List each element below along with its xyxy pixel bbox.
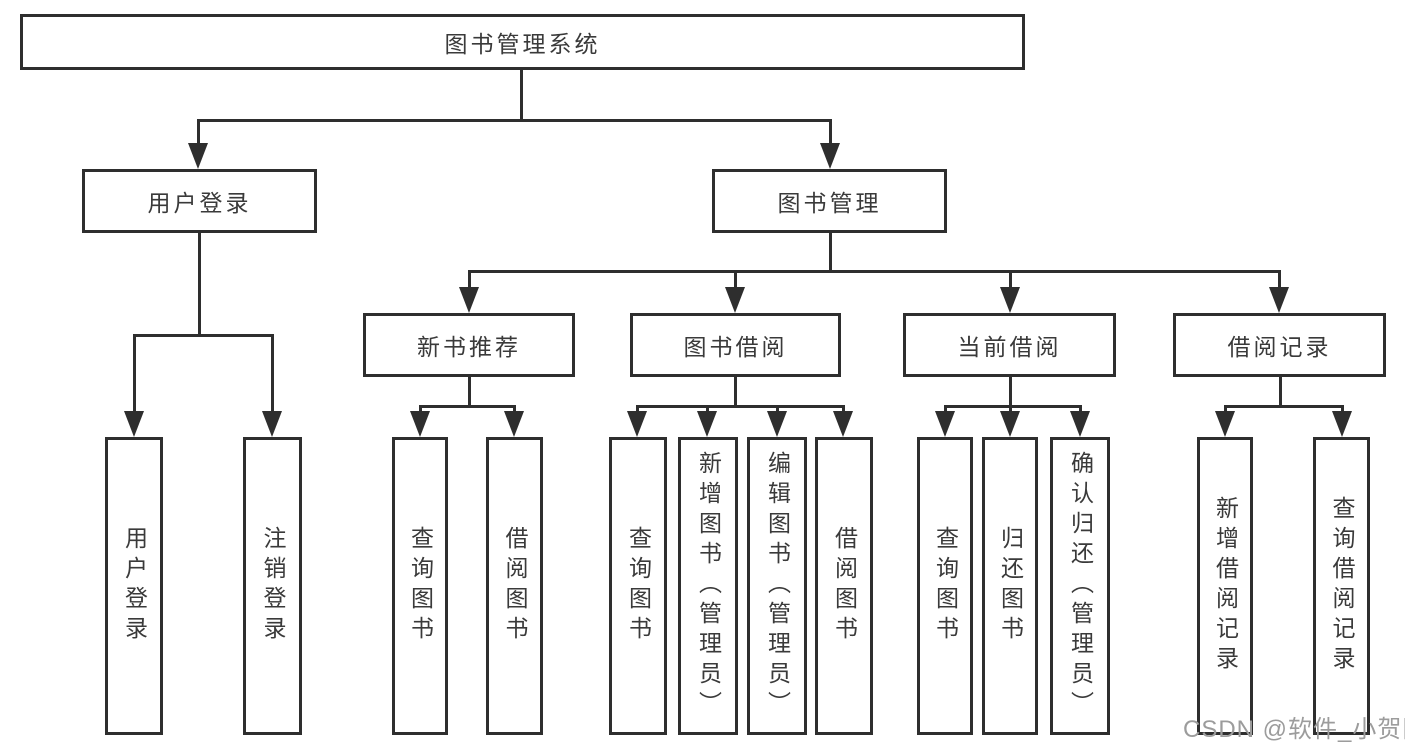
connector-rail — [636, 405, 844, 408]
leaf-label: 新增图书（管理员） — [695, 451, 722, 721]
arrow-down-icon — [697, 411, 717, 437]
node-label: 图书借阅 — [683, 334, 788, 360]
connector-rail — [944, 405, 1081, 408]
node-label: 图书管理 — [777, 190, 882, 216]
node-label: 用户登录 — [147, 190, 252, 216]
node-label: 当前借阅 — [957, 334, 1062, 360]
connector-user-login-rail — [133, 334, 273, 337]
leaf-query-book-recommend: 查询图书 — [392, 437, 448, 735]
node-root-label: 图书管理系统 — [444, 31, 601, 57]
leaf-borrow-book-recommend: 借阅图书 — [486, 437, 543, 735]
leaf-logout: 注销登录 — [243, 437, 302, 735]
leaf-query-borrow-record: 查询借阅记录 — [1313, 437, 1370, 735]
leaf-label: 借阅图书 — [502, 526, 528, 646]
arrow-down-icon — [188, 143, 208, 169]
connector-stem — [734, 270, 737, 289]
node-book-borrow: 图书借阅 — [630, 313, 841, 377]
connector-rail — [419, 405, 515, 408]
leaf-edit-book-admin: 编辑图书（管理员） — [747, 437, 807, 735]
connector-rail — [1224, 405, 1343, 408]
connector-stem — [468, 270, 471, 289]
node-label: 借阅记录 — [1227, 334, 1332, 360]
connector-stem — [1278, 270, 1281, 289]
leaf-label: 确认归还（管理员） — [1067, 451, 1094, 721]
connector-stem — [944, 405, 947, 415]
leaf-label: 查询图书 — [407, 526, 434, 646]
connector-stem — [1341, 405, 1344, 415]
leaf-user-login: 用户登录 — [105, 437, 163, 735]
csdn-watermark: CSDN @软件_小贺同学 — [1183, 716, 1405, 743]
connector-drop — [1009, 377, 1012, 407]
connector-stem — [513, 405, 516, 415]
leaf-label: 查询借阅记录 — [1329, 496, 1355, 676]
connector-level2-rail — [197, 119, 832, 122]
connector-stem — [197, 119, 200, 147]
arrow-down-icon — [124, 411, 144, 437]
leaf-label: 查询图书 — [932, 526, 959, 646]
connector-root-drop — [520, 68, 523, 121]
leaf-label: 查询图书 — [625, 526, 652, 646]
leaf-add-book-admin: 新增图书（管理员） — [678, 437, 738, 735]
arrow-down-icon — [767, 411, 787, 437]
leaf-add-borrow-record: 新增借阅记录 — [1197, 437, 1253, 735]
arrow-down-icon — [725, 287, 745, 313]
arrow-down-icon — [833, 411, 853, 437]
leaf-label: 新增借阅记录 — [1212, 496, 1239, 676]
arrow-down-icon — [1070, 411, 1090, 437]
node-label: 新书推荐 — [417, 334, 521, 360]
connector-stem — [271, 334, 274, 413]
connector-stem — [776, 405, 779, 415]
arrow-down-icon — [1215, 411, 1235, 437]
node-current-borrow: 当前借阅 — [903, 313, 1116, 377]
connector-stem — [1224, 405, 1227, 415]
connector-stem — [842, 405, 845, 415]
arrow-down-icon — [262, 411, 282, 437]
leaf-label: 注销登录 — [260, 526, 286, 646]
connector-stem — [829, 119, 832, 147]
connector-stem — [1009, 405, 1012, 415]
connector-stem — [636, 405, 639, 415]
connector-drop — [734, 377, 737, 407]
connector-stem — [1079, 405, 1082, 415]
leaf-label: 借阅图书 — [831, 526, 858, 646]
leaf-label: 用户登录 — [121, 526, 148, 646]
arrow-down-icon — [410, 411, 430, 437]
connector-stem — [706, 405, 709, 415]
arrow-down-icon — [1269, 287, 1289, 313]
node-borrow-history: 借阅记录 — [1173, 313, 1386, 377]
connector-drop — [1279, 377, 1282, 407]
leaf-query-book-current: 查询图书 — [917, 437, 973, 735]
node-new-book-recommend: 新书推荐 — [363, 313, 575, 377]
node-user-login: 用户登录 — [82, 169, 317, 233]
leaf-label: 归还图书 — [997, 526, 1024, 646]
leaf-return-book: 归还图书 — [982, 437, 1038, 735]
arrow-down-icon — [504, 411, 524, 437]
connector-drop — [468, 377, 471, 407]
arrow-down-icon — [820, 143, 840, 169]
arrow-down-icon — [935, 411, 955, 437]
connector-stem — [419, 405, 422, 415]
leaf-label: 编辑图书（管理员） — [764, 451, 791, 721]
arrow-down-icon — [627, 411, 647, 437]
arrow-down-icon — [459, 287, 479, 313]
leaf-borrow-book: 借阅图书 — [815, 437, 873, 735]
connector-user-login-drop — [198, 233, 201, 336]
connector-stem — [1009, 270, 1012, 289]
arrow-down-icon — [1332, 411, 1352, 437]
leaf-query-book-borrow: 查询图书 — [609, 437, 667, 735]
connector-level3-rail — [468, 270, 1281, 273]
leaf-confirm-return-admin: 确认归还（管理员） — [1050, 437, 1110, 735]
arrow-down-icon — [1000, 287, 1020, 313]
connector-stem — [133, 334, 136, 413]
node-root: 图书管理系统 — [20, 14, 1025, 70]
node-book-management: 图书管理 — [712, 169, 947, 233]
connector-book-mgmt-drop — [829, 233, 832, 272]
arrow-down-icon — [1000, 411, 1020, 437]
